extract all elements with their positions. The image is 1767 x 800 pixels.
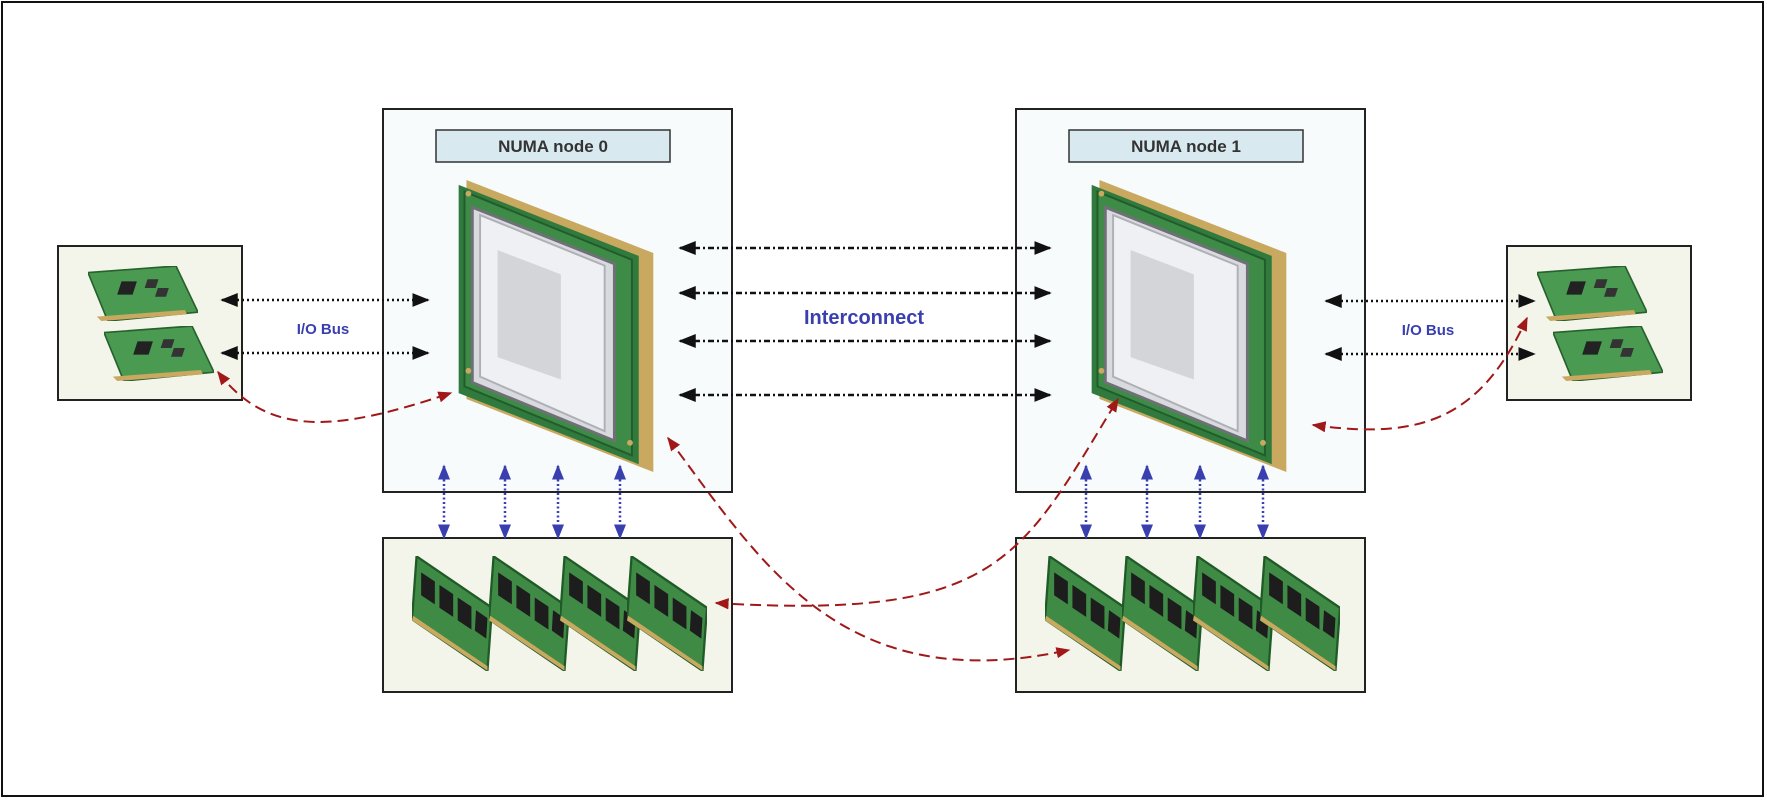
numa-node-1-label: NUMA node 1 [1131,137,1241,156]
interconnect-arrows [678,241,1052,402]
remote-access-arrows [217,316,1528,662]
io-bus-left-label: I/O Bus [297,321,350,338]
interconnect-label: Interconnect [804,307,924,329]
numa-node-1-label-box [1068,129,1304,163]
numa-node-0-label: NUMA node 0 [498,137,608,156]
io-bus-right-label: I/O Bus [1402,322,1455,339]
local-memory-arrows [438,464,1269,540]
io-bus-arrows [220,293,1536,361]
numa-node-0-label-box [435,129,671,163]
